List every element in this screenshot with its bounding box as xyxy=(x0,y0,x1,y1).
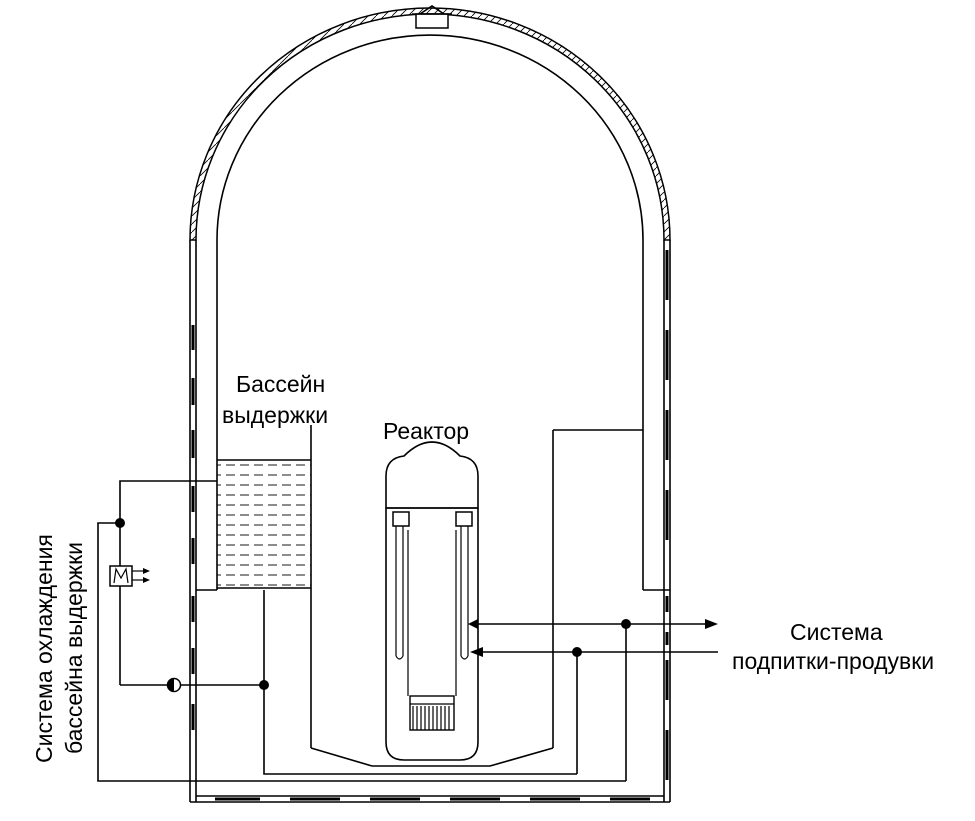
arrow-out-icon xyxy=(705,619,718,629)
containment-wall-right xyxy=(642,240,671,802)
makeup-blowdown-lines xyxy=(468,619,718,781)
vessel-nozzle-left xyxy=(392,511,410,527)
cooling-label-line2: бассейна выдержки xyxy=(61,542,87,754)
cooling-label-line1: Система охлаждения xyxy=(31,534,57,763)
pool-label-line2: выдержки xyxy=(222,402,328,428)
arrow-in-icon xyxy=(470,647,483,657)
reactor-vessel xyxy=(385,441,479,761)
containment-building xyxy=(189,5,671,803)
pool-cooling-system xyxy=(97,480,626,782)
dome-vent xyxy=(415,13,449,29)
containment-dome xyxy=(189,7,671,241)
pool-water xyxy=(217,460,311,588)
makeup-label-line1: Система xyxy=(790,619,883,645)
vessel-nozzle-right xyxy=(455,511,473,527)
makeup-label-line2: подпитки-продувки xyxy=(732,648,934,674)
pool-label-line1: Бассейн xyxy=(236,371,325,397)
pump-icon xyxy=(166,677,182,693)
heat-exchanger-icon xyxy=(109,565,133,587)
reactor-core xyxy=(409,695,455,731)
spent-fuel-pool xyxy=(217,425,312,590)
reactor-shaft xyxy=(310,429,643,767)
reactor-label: Реактор xyxy=(383,418,469,444)
containment-base xyxy=(190,795,670,803)
